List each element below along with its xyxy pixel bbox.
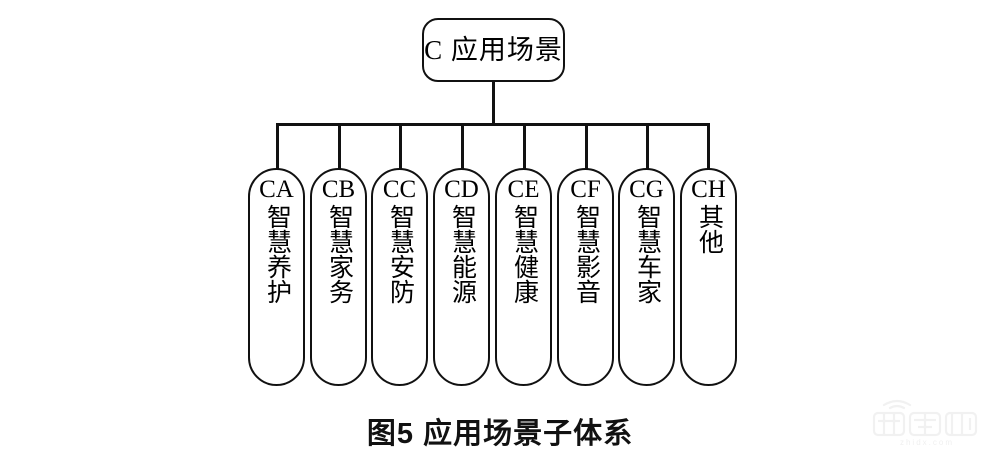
connector-drop-ce [523, 123, 526, 170]
connector-drop-cb [338, 123, 341, 170]
node-ca[interactable]: CA 智慧养护 [248, 168, 305, 386]
node-cd-code: CD [444, 176, 479, 203]
node-ca-label: 智慧养护 [263, 204, 291, 304]
node-cf[interactable]: CF 智慧影音 [557, 168, 614, 386]
node-cb-label: 智慧家务 [325, 204, 353, 304]
node-cb-code: CB [321, 176, 356, 203]
node-ce-label: 智慧健康 [510, 204, 538, 304]
node-cf-label: 智慧影音 [572, 204, 600, 304]
node-ch[interactable]: CH 其他 [680, 168, 737, 386]
node-ce-code: CE [507, 176, 540, 203]
node-cg-code: CG [629, 176, 664, 203]
node-cg[interactable]: CG 智慧车家 [618, 168, 675, 386]
connector-drop-cg [646, 123, 649, 170]
node-cd[interactable]: CD 智慧能源 [433, 168, 490, 386]
node-ca-code: CA [259, 176, 294, 203]
node-cc-label: 智慧安防 [386, 204, 414, 304]
node-ce[interactable]: CE 智慧健康 [495, 168, 552, 386]
node-ch-label: 其他 [695, 204, 723, 254]
node-root[interactable]: C 应用场景 [422, 18, 565, 82]
connector-drop-cc [399, 123, 402, 170]
connector-bus [277, 123, 709, 126]
node-cd-label: 智慧能源 [448, 204, 476, 304]
node-root-label: C 应用场景 [424, 34, 563, 65]
figure-caption: 图5 应用场景子体系 [366, 418, 634, 450]
node-ch-code: CH [691, 176, 726, 203]
node-cb[interactable]: CB 智慧家务 [310, 168, 367, 386]
connector-drop-ca [276, 123, 279, 170]
node-cc-code: CC [382, 176, 417, 203]
connector-drop-ch [707, 123, 710, 170]
node-cf-code: CF [570, 176, 601, 203]
node-cc[interactable]: CC 智慧安防 [371, 168, 428, 386]
connector-root-stem [492, 82, 495, 125]
connector-drop-cd [461, 123, 464, 170]
node-cg-label: 智慧车家 [633, 204, 661, 304]
connector-drop-cf [585, 123, 588, 170]
